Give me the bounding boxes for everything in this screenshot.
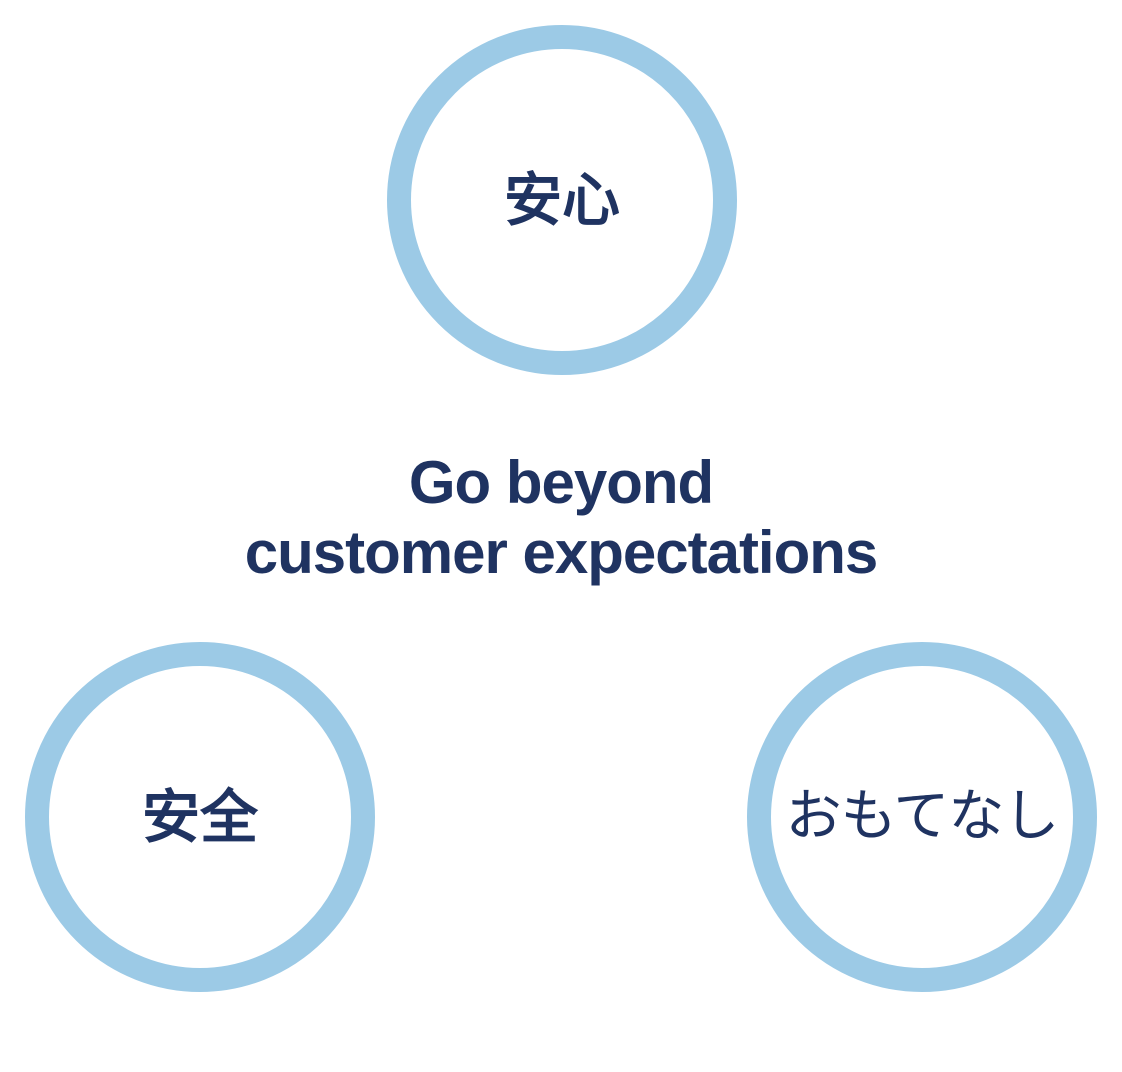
center-message-line-1: Go beyond — [408, 449, 714, 516]
circle-label-anshin: 安心 — [503, 166, 620, 234]
circle-anshin: 安心 — [387, 25, 737, 375]
center-message: Go beyond customer expectations — [0, 448, 1122, 588]
circle-anzen: 安全 — [25, 642, 375, 992]
center-message-line-2: customer expectations — [244, 519, 879, 586]
circle-label-omotenashi: おもてなし — [785, 784, 1060, 849]
circle-label-anzen: 安全 — [141, 783, 258, 851]
circle-omotenashi: おもてなし — [747, 642, 1097, 992]
